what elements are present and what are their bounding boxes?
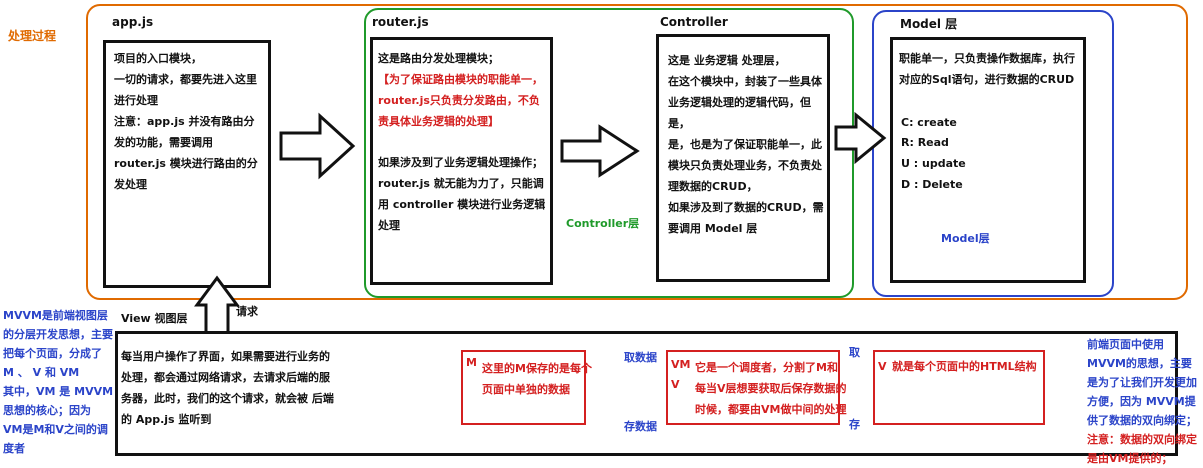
model-module-box <box>890 37 1086 283</box>
mvvm-left-note: MVVM是前端视图层 的分层开发思想，主要 把每个页面，分成了 M 、 V 和 … <box>3 309 114 455</box>
vm-letter: VM <box>671 358 691 371</box>
model-title: Model 层 <box>900 17 958 31</box>
app-to-router-arrow <box>279 112 356 180</box>
router-note: 【为了保证路由模块的职能单一， router.js只负责分发路由，不负 责具体业… <box>378 73 543 128</box>
model-layer-label: Model层 <box>941 232 990 245</box>
m-box <box>461 350 586 425</box>
vm-v-letter: V <box>671 378 680 391</box>
model-frame <box>872 10 1114 297</box>
model-crud-read: R: Read <box>901 136 949 149</box>
store-data-label: 存数据 <box>624 420 657 433</box>
request-label: 请求 <box>236 305 258 318</box>
v-box <box>873 350 1045 425</box>
controller-description: 这是 业务逻辑 处理层， 在这个模块中，封装了一些具体 业务逻辑处理的逻辑代码，… <box>668 54 824 235</box>
app-title: app.js <box>112 15 154 29</box>
router-description: 如果涉及到了业务逻辑处理操作； router.js 就无能为力了，只能调 用 c… <box>378 156 546 232</box>
fetch-data-label: 取数据 <box>624 351 657 364</box>
view-title: View 视图层 <box>121 312 188 325</box>
model-crud-delete: D : Delete <box>901 178 963 191</box>
vm-description: 它是一个调度者，分割了M和 每当V层想要获取后保存数据的 时候，都要由VM做中间… <box>695 361 847 416</box>
router-intro: 这是路由分发处理模块； <box>378 52 499 65</box>
app-module-box <box>103 40 271 288</box>
router-to-controller-arrow <box>560 124 640 178</box>
mvvm-right-main: 前端页面中使用 MVVM的思想，主要 是为了让我们开发更加 方便，因为 MVVM… <box>1087 338 1197 427</box>
mvvm-right-note: 前端页面中使用 MVVM的思想，主要 是为了让我们开发更加 方便，因为 MVVM… <box>1087 316 1201 468</box>
store-short-label: 存 <box>849 418 860 431</box>
model-description: 职能单一，只负责操作数据库，执行 对应的Sql语句，进行数据的CRUD <box>899 52 1075 86</box>
controller-to-model-arrow <box>834 111 887 165</box>
fetch-short-label: 取 <box>849 346 860 359</box>
process-frame <box>86 4 1188 300</box>
app-description: 项目的入口模块， 一切的请求，都要先进入这里 进行处理 注意：app.js 并没… <box>114 52 258 191</box>
m-letter: M <box>466 356 477 369</box>
process-label: 处理过程 <box>8 29 57 43</box>
router-module-box <box>370 37 553 285</box>
m-description: 这里的M保存的是每个 页面中单独的数据 <box>482 362 592 396</box>
vm-box <box>666 350 840 425</box>
request-up-arrow <box>194 275 240 340</box>
router-controller-frame <box>364 8 854 298</box>
router-title: router.js <box>372 15 429 29</box>
controller-module-box <box>656 34 830 282</box>
v-description: 就是每个页面中的HTML结构 <box>892 360 1037 373</box>
mvvm-right-warning: 注意：数据的双向绑定 是由VM提供的； <box>1087 433 1197 465</box>
v-letter: V <box>878 360 887 373</box>
controller-layer-label: Controller层 <box>566 217 640 230</box>
model-crud-update: U : update <box>901 157 966 170</box>
model-crud-create: C: create <box>901 116 957 129</box>
controller-title: Controller <box>660 15 728 29</box>
view-description: 每当用户操作了界面，如果需要进行业务的 处理，都会通过网络请求，去请求后端的服 … <box>121 350 334 426</box>
